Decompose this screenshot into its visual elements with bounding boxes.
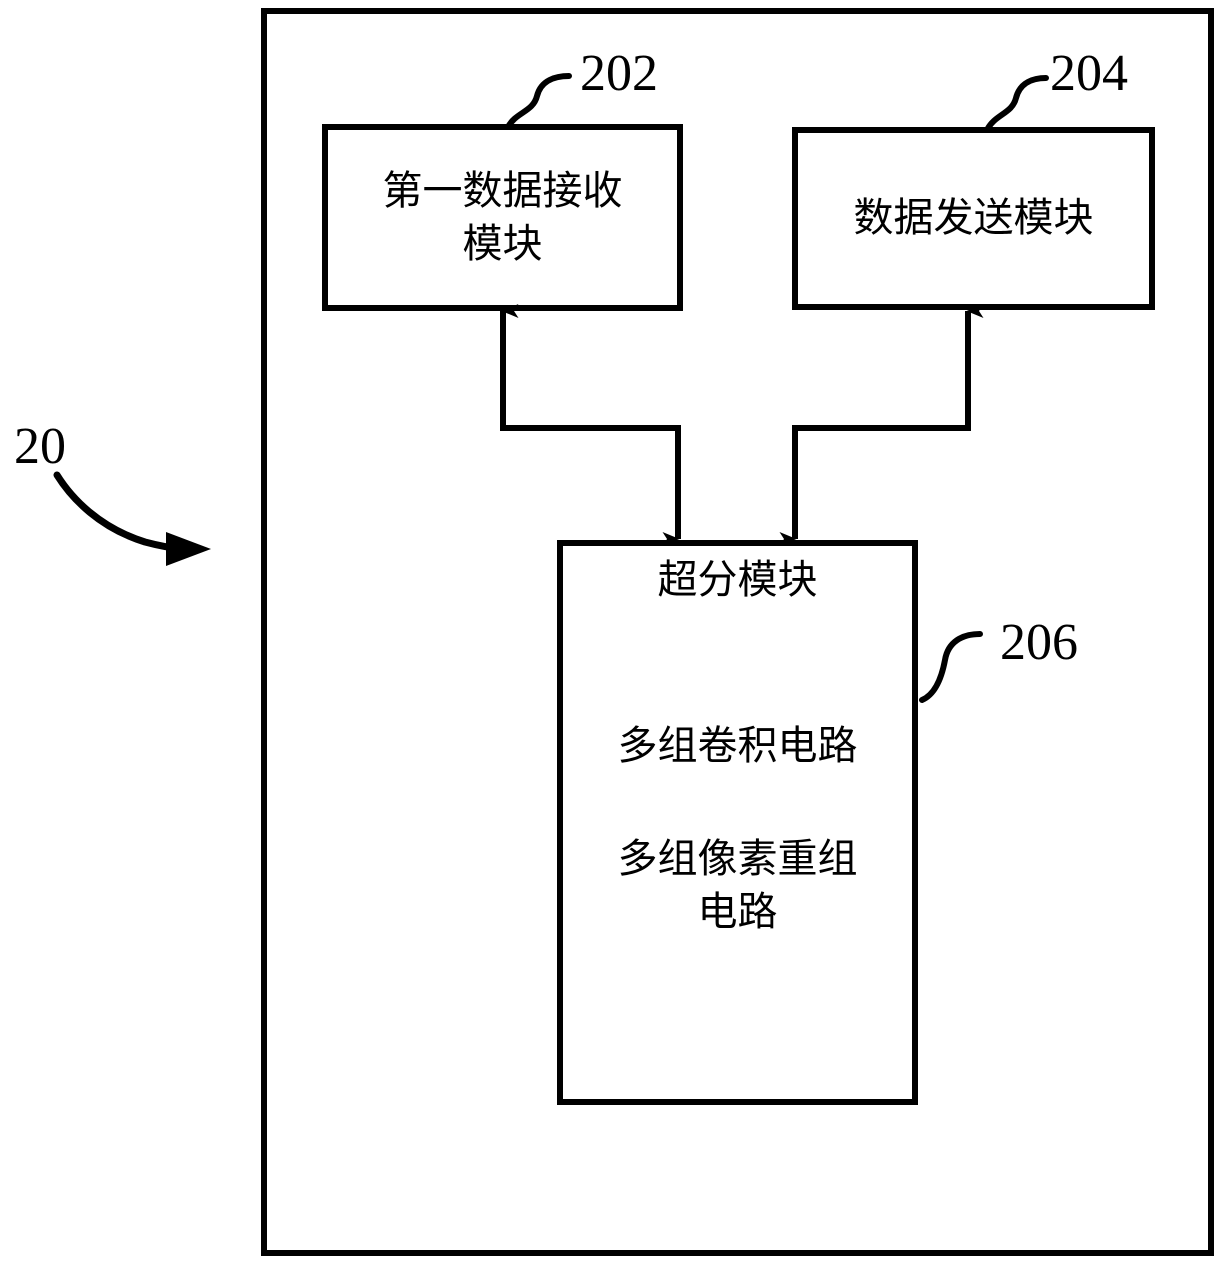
leader-line-204 (984, 75, 1049, 133)
outer-frame (261, 8, 1214, 1256)
connector-sr-to-receiver (500, 304, 681, 546)
leader-line-206 (919, 631, 983, 703)
block-204-box (792, 127, 1155, 310)
reference-numeral-20: 20 (14, 418, 66, 475)
reference-numeral-204: 204 (1050, 45, 1128, 102)
leader-arrow-20-head (166, 532, 211, 566)
block-202-box (322, 124, 683, 311)
reference-numeral-206: 206 (1000, 614, 1078, 671)
reference-numeral-202: 202 (580, 45, 658, 102)
connector-sr-to-sender (779, 304, 984, 546)
leader-arrow-20 (53, 471, 186, 553)
block-206-box (557, 540, 918, 1105)
leader-line-202 (505, 73, 572, 130)
